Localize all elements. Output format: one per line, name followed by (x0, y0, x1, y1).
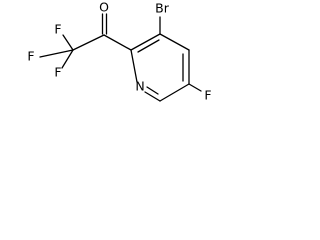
oxygen-label: O (99, 0, 109, 15)
chemical-structure-diagram: O Br F F F N F (27, 0, 211, 103)
ring-bond-c5-c6 (159, 83, 190, 102)
carbonyl-to-ring-bond (103, 34, 132, 51)
ring-double-c2-c3 (137, 39, 160, 53)
cf3-f-top-bond (62, 34, 74, 51)
cf3-f-left-bond (39, 49, 74, 58)
ring-bond-c6-n (144, 91, 161, 102)
ring-bond-c3-c4 (159, 33, 190, 51)
fluorine-top-label: F (54, 22, 61, 37)
ring-bond-c2-c3 (130, 33, 161, 51)
fluorine-ring-label: F (204, 88, 211, 103)
ring-double-c6-n (146, 86, 159, 95)
cf3-f-bottom-bond (61, 49, 74, 69)
nitrogen-label: N (135, 79, 144, 94)
carbonyl-to-cf3-bond (72, 34, 105, 51)
ring-bond-n-c2 (130, 49, 138, 83)
bromine-label: Br (155, 1, 170, 16)
fluorine-bottom-label: F (54, 65, 61, 80)
fluorine-left-label: F (27, 49, 34, 64)
ring-fluorine-bond (188, 83, 202, 92)
